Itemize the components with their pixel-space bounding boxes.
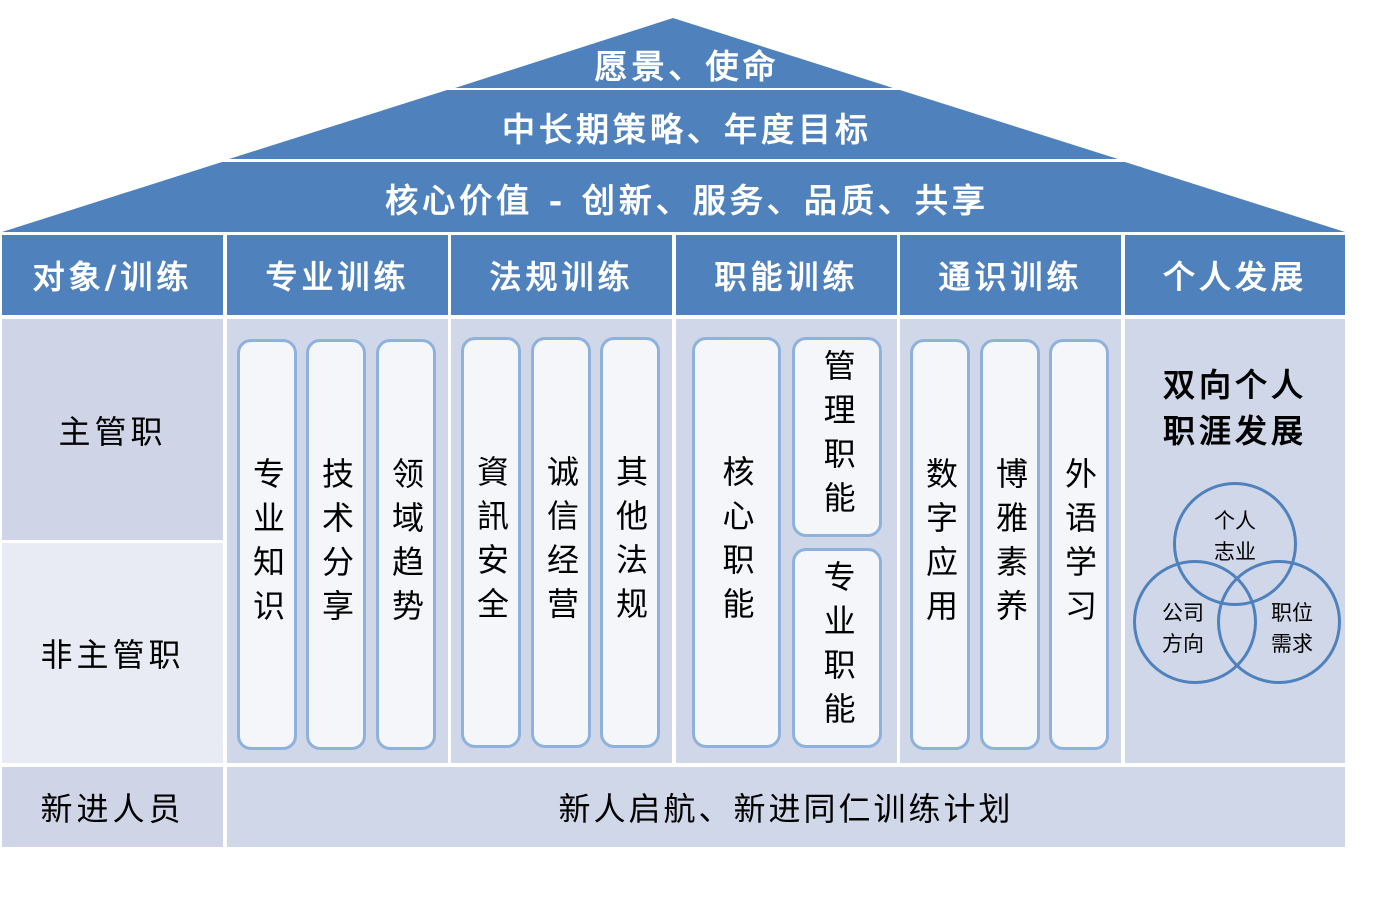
pd-title-line2: 职涯发展 — [1162, 412, 1307, 450]
roof-core-values: 核心价值 - 创新、服务、品质、共享 — [385, 181, 989, 220]
pillar-label: 专业职能 — [818, 560, 857, 736]
pillar-core-competency: 核心职能 — [692, 337, 781, 748]
pillar-tech-sharing: 技术分享 — [306, 339, 366, 750]
venn-circle-position — [1217, 560, 1341, 684]
roof-strategy-goals: 中长期策略、年度目标 — [502, 110, 872, 149]
pillar-professional-knowledge: 专业知识 — [237, 339, 297, 750]
venn-text: 志业 — [1214, 540, 1256, 564]
header-professional-training: 专业训练 — [227, 235, 448, 315]
pd-title-line1: 双向个人 — [1162, 366, 1307, 404]
venn-text: 个人 — [1214, 509, 1256, 533]
pillar-label: 資訊安全 — [472, 454, 510, 631]
venn-diagram: 个人 志业 公司 方向 职位 需求 — [1125, 480, 1345, 695]
pillar-label: 管理职能 — [818, 349, 857, 525]
header-personal-development: 个人发展 — [1125, 235, 1345, 315]
venn-text: 职位 — [1271, 601, 1313, 625]
pillar-label: 诚信经营 — [542, 454, 580, 631]
venn-label-position: 职位 需求 — [1252, 598, 1332, 660]
row-label-manager: 主管职 — [2, 319, 223, 540]
roof-tier-1-shape — [455, 18, 893, 88]
pillar-label: 专业知识 — [248, 456, 286, 633]
venn-label-personal: 个人 志业 — [1195, 506, 1275, 568]
header-function-training: 职能训练 — [676, 235, 897, 315]
header-regulation-training: 法规训练 — [451, 235, 672, 315]
pillar-digital-application: 数字应用 — [910, 339, 970, 750]
row-label-newcomer: 新进人员 — [2, 767, 223, 847]
pillar-label: 外语学习 — [1060, 456, 1098, 633]
pillar-integrity: 诚信经营 — [531, 337, 591, 748]
pillar-other-regulations: 其他法规 — [600, 337, 660, 748]
pillar-management-competency: 管理职能 — [792, 337, 882, 537]
pillar-specialty-competency: 专业职能 — [792, 548, 882, 748]
roof-tier-2-shape — [229, 90, 1118, 159]
personal-development-title: 双向个人 职涯发展 — [1125, 362, 1345, 454]
pillar-info-security: 資訊安全 — [461, 337, 521, 748]
header-target-training: 对象/训练 — [2, 235, 223, 315]
pillar-label: 领域趋势 — [387, 456, 425, 633]
venn-text: 方向 — [1162, 632, 1204, 656]
header-general-training: 通识训练 — [900, 235, 1121, 315]
newcomer-program: 新人启航、新进同仁训练计划 — [227, 767, 1345, 847]
pillar-label: 核心职能 — [717, 454, 756, 631]
roof — [2, 18, 1345, 232]
venn-text: 需求 — [1271, 632, 1313, 656]
pillar-label: 数字应用 — [921, 456, 959, 633]
pillar-liberal-arts: 博雅素养 — [980, 339, 1040, 750]
venn-text: 公司 — [1162, 601, 1204, 625]
roof-vision-mission: 愿景、使命 — [594, 47, 780, 86]
roof-tier-3-shape — [2, 162, 1345, 232]
pillar-label: 其他法规 — [611, 454, 649, 631]
pillar-foreign-language: 外语学习 — [1049, 339, 1109, 750]
pillar-domain-trends: 领域趋势 — [376, 339, 436, 750]
venn-label-company: 公司 方向 — [1143, 598, 1223, 660]
pillar-label: 博雅素养 — [991, 456, 1029, 633]
pillar-label: 技术分享 — [317, 456, 355, 633]
row-label-non-manager: 非主管职 — [2, 543, 223, 763]
